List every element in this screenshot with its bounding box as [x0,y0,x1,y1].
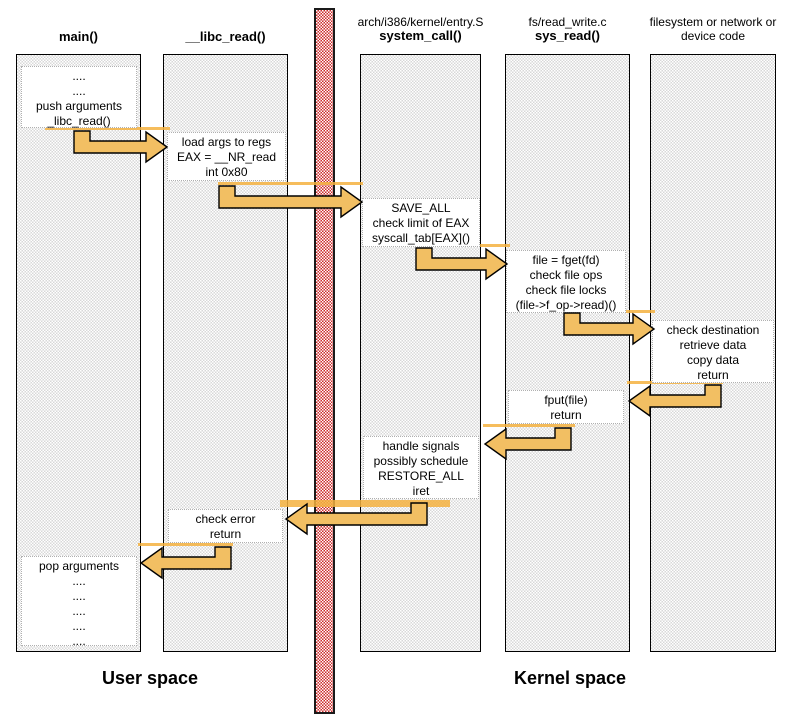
arrow-main-to-libc [73,130,169,164]
callout-main-return: pop arguments .... .... .... .... .... [21,556,137,648]
kernel-space-label: Kernel space [513,668,627,688]
source-file-label: arch/i386/kernel/entry.S [357,15,484,29]
source-file-label: filesystem or network or device code [649,15,777,43]
column-header-libc-read: __libc_read() [163,30,288,44]
arrow-system-call-to-sys-read [415,247,509,281]
callout-syscall-entry: SAVE_ALL check limit of EAX syscall_tab[… [362,198,480,247]
arrow-sys-read-to-system-call [483,427,572,461]
user-kernel-barrier [314,8,335,714]
source-file-label: fs/read_write.c [528,15,607,29]
function-label: __libc_read() [185,29,266,44]
callout-syscall-return: handle signals possibly schedule RESTORE… [363,436,479,499]
lane-sys-read [505,54,630,652]
trace-line-2 [218,182,363,185]
arrow-filesystem-to-sys-read [627,384,722,418]
callout-sys-read-return: fput(file) return [508,390,624,424]
function-label: sys_read() [534,28,601,43]
function-label: main() [59,29,98,44]
arrow-sys-read-to-filesystem [563,312,656,346]
function-label: system_call() [379,28,462,43]
callout-libc-return: check error return [168,509,283,543]
callout-main-call: .... .... push arguments _libc_read() [21,66,137,128]
trace-line-7 [280,500,450,507]
lane-system-call [360,54,481,652]
user-space-label: User space [101,668,199,688]
arrow-libc-to-system-call [218,185,364,219]
callout-fs-body: check destination retrieve data copy dat… [652,320,774,383]
trace-line-1 [45,127,170,130]
arrow-libc-to-main [139,546,232,580]
column-header-system-call: arch/i386/kernel/entry.S system_call() [340,15,501,43]
trace-line-6 [483,424,575,427]
column-header-filesystem: filesystem or network or device code [644,15,782,43]
column-header-main: main() [16,30,141,44]
trace-line-8 [138,543,233,546]
callout-libc-call: load args to regs EAX = __NR_read int 0x… [167,132,286,181]
arrow-system-call-to-libc [284,502,428,536]
column-header-sys-read: fs/read_write.c sys_read() [505,15,630,43]
callout-sys-read-body: file = fget(fd) check file ops check fil… [506,250,626,313]
